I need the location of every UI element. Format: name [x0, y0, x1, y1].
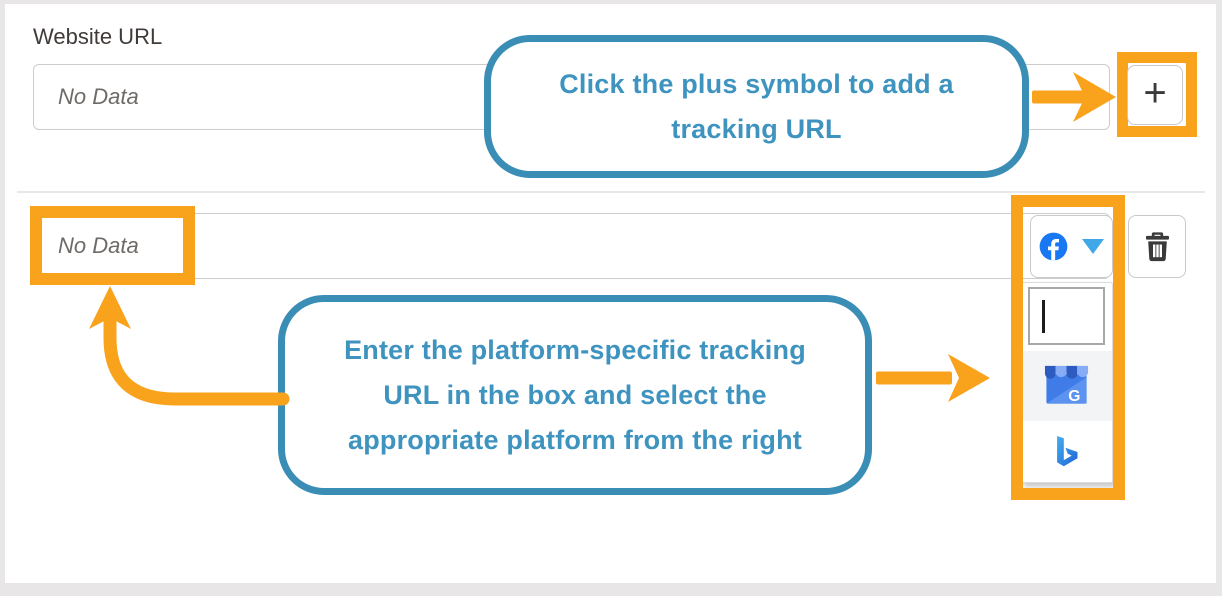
platform-option-bing[interactable] [1021, 421, 1112, 482]
tracking-url-input[interactable]: No Data [33, 213, 1110, 279]
plus-icon: + [1143, 70, 1167, 115]
callout-text-line: appropriate platform from the right [347, 424, 803, 455]
delete-tracking-url-button[interactable] [1128, 215, 1186, 278]
highlight-box-tracking-input [30, 206, 195, 285]
curved-arrow-to-tracking-input-icon [89, 286, 290, 406]
caret-down-icon [1082, 239, 1104, 254]
callout-text-line: Click the plus symbol to add a [559, 68, 954, 99]
tracking-url-placeholder: No Data [58, 233, 139, 258]
callout-add-tracking-url: Click the plus symbol to add a tracking … [484, 35, 1029, 178]
google-my-business-icon: G [1043, 364, 1090, 408]
svg-text:G: G [1068, 388, 1080, 405]
platform-dropdown-panel: G [1020, 282, 1113, 483]
highlight-box-platform-panel [1011, 195, 1125, 500]
callout-text-line: tracking URL [671, 113, 842, 144]
highlight-box-plus-button [1117, 52, 1197, 137]
bing-icon [1051, 431, 1082, 473]
add-tracking-url-button[interactable]: + [1127, 65, 1183, 125]
platform-url-input[interactable] [1028, 287, 1105, 345]
facebook-icon [1039, 232, 1068, 261]
section-divider [17, 191, 1205, 193]
trash-icon [1144, 231, 1171, 262]
website-url-placeholder: No Data [58, 84, 139, 109]
callout-text-line: Enter the platform-specific tracking [344, 334, 806, 365]
platform-selector-button[interactable] [1030, 215, 1113, 278]
platform-option-google-my-business[interactable]: G [1021, 351, 1112, 421]
callout-platform-tracking: Enter the platform-specific tracking URL… [278, 295, 872, 495]
callout-text-line: URL in the box and select the [383, 379, 767, 410]
website-url-label: Website URL [33, 24, 163, 49]
text-cursor [1042, 300, 1045, 333]
arrow-to-platform-panel-icon [876, 354, 990, 402]
